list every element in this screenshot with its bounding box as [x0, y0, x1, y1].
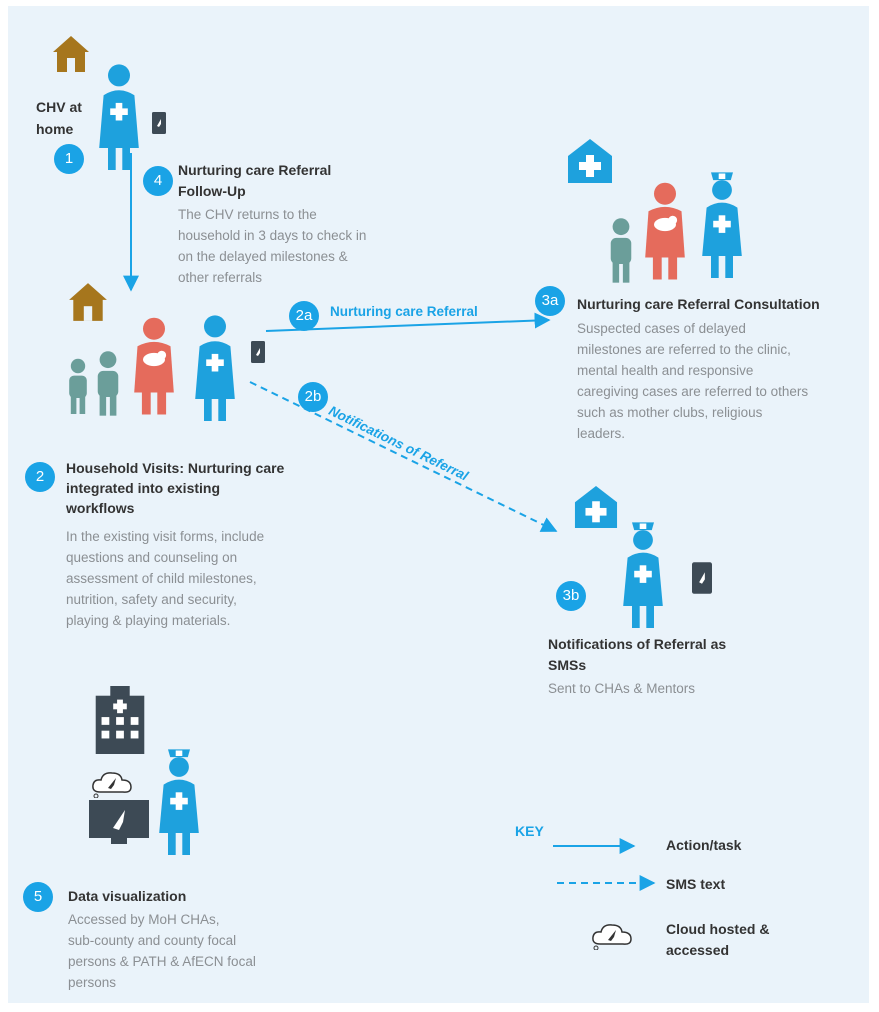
monitor-icon — [89, 800, 149, 844]
step5-title: Data visualization — [68, 888, 187, 904]
child-icon — [607, 215, 635, 285]
badge-step-2a: 2a — [289, 301, 319, 331]
arrow-notifications-of-referral — [249, 381, 558, 532]
step3a-title: Nurturing care Referral Consultation — [577, 296, 820, 312]
arrow-nurturing-care-referral — [265, 312, 551, 332]
step5-description: Accessed by MoH CHAs, sub-county and cou… — [68, 912, 256, 990]
badge-step-2b: 2b — [298, 382, 328, 412]
clinic-icon — [574, 485, 618, 529]
key-sms-label: SMS text — [666, 876, 726, 892]
step3b-title: Notifications of Referral as SMSs — [548, 636, 727, 673]
mother-baby-icon — [643, 180, 687, 280]
step2-description: In the existing visit forms, include que… — [66, 529, 265, 628]
badge-step-3b: 3b — [556, 581, 586, 611]
step3b-description: Sent to CHAs & Mentors — [548, 681, 696, 696]
key-title: KEY — [515, 823, 544, 839]
house-icon — [66, 281, 110, 323]
badge-step-1: 1 — [54, 144, 84, 174]
step4-title: Nurturing care Referral Follow-Up — [178, 162, 332, 199]
child-icon — [94, 349, 122, 417]
phone-icon — [251, 341, 265, 363]
badge-step-4: 4 — [143, 166, 173, 196]
hospital-building-icon — [95, 686, 145, 754]
mother-baby-icon — [132, 315, 176, 415]
child-icon — [66, 355, 90, 417]
badge-step-3a: 3a — [535, 286, 565, 316]
nurse-icon — [700, 164, 744, 282]
key-action-label: Action/task — [666, 837, 742, 853]
clinic-icon — [567, 138, 613, 184]
nurse-icon — [621, 514, 665, 632]
arrow-label-nurturing-care-referral: Nurturing care Referral — [330, 304, 478, 319]
phone-icon — [692, 562, 712, 594]
nurse-icon — [157, 741, 201, 859]
badge-step-5: 5 — [23, 882, 53, 912]
cloud-icon — [89, 768, 135, 798]
cloud-icon — [590, 920, 634, 950]
house-icon — [51, 34, 91, 74]
nurse-icon — [193, 311, 237, 421]
step3a-description: Suspected cases of delayed milestones ar… — [577, 321, 809, 441]
key-cloud-label: Cloud hosted & accessed — [666, 921, 770, 958]
step2-title: Household Visits: Nurturing care integra… — [66, 460, 285, 516]
phone-icon — [152, 112, 166, 134]
nurse-icon — [97, 60, 141, 170]
step4-description: The CHV returns to the household in 3 da… — [178, 207, 367, 285]
chv-home-label: CHV at home — [36, 99, 82, 137]
badge-step-2: 2 — [25, 462, 55, 492]
